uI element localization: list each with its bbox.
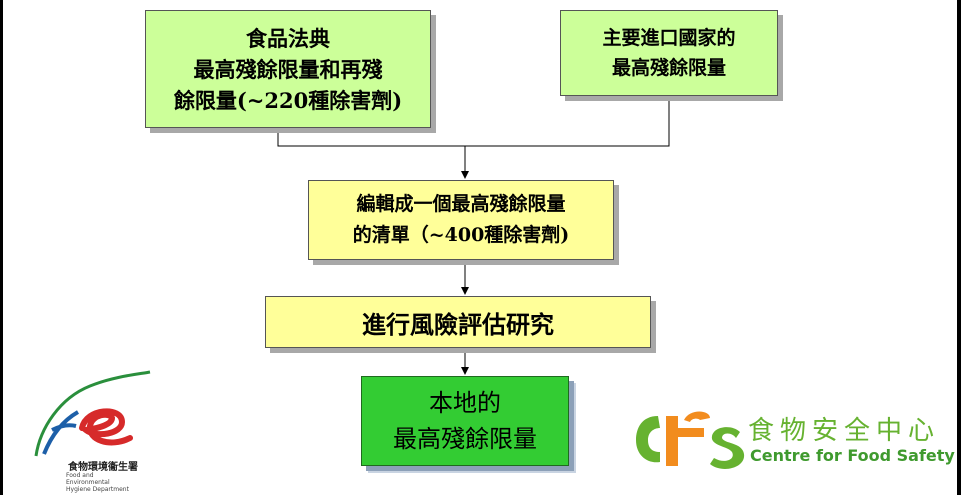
local-line-1: 本地的 [429,389,501,417]
fehd-chinese-name: 食物環境衞生署 [68,462,138,473]
fehd-emblem-icon [34,370,151,457]
fehd-english-name: Food and Environmental Hygiene Departmen… [66,472,129,493]
import-line-1: 主要進口國家的 [602,27,736,49]
codex-line-1: 食品法典 [246,25,330,51]
import-line-2: 最高殘餘限量 [611,57,726,79]
compile-mrl-list-box: 編輯成一個最高殘餘限量 的清單（~400種除害劑) [308,180,614,260]
cfs-english-name: Centre for Food Safety [750,446,955,465]
local-line-2: 最高殘餘限量 [393,425,537,453]
local-mrl-box: 本地的 最高殘餘限量 [361,376,569,466]
cfs-emblem-icon [636,411,745,469]
codex-line-2: 最高殘餘限量和再殘 [193,56,383,82]
risk-assessment-box: 進行風險評估研究 [265,296,651,348]
left-border [0,0,3,495]
compile-line-1: 編輯成一個最高殘餘限量 [356,193,566,215]
right-border [957,0,961,495]
fehd-logo: 食物環境衞生署 Food and Environmental Hygiene D… [30,368,160,493]
compile-line-2: 的清單（~400種除害劑) [352,224,570,246]
cfs-chinese-name: 食物安全中心 [748,416,941,446]
codex-mrl-box: 食品法典 最高殘餘限量和再殘 餘限量(~220種除害劑) [145,10,431,128]
codex-line-3: 餘限量(~220種除害劑) [173,87,403,113]
merge-connector [277,96,670,147]
import-countries-mrl-box: 主要進口國家的 最高殘餘限量 [560,10,778,96]
cfs-logo: 食物安全中心 Centre for Food Safety [628,398,958,483]
risk-label: 進行風險評估研究 [362,309,554,339]
